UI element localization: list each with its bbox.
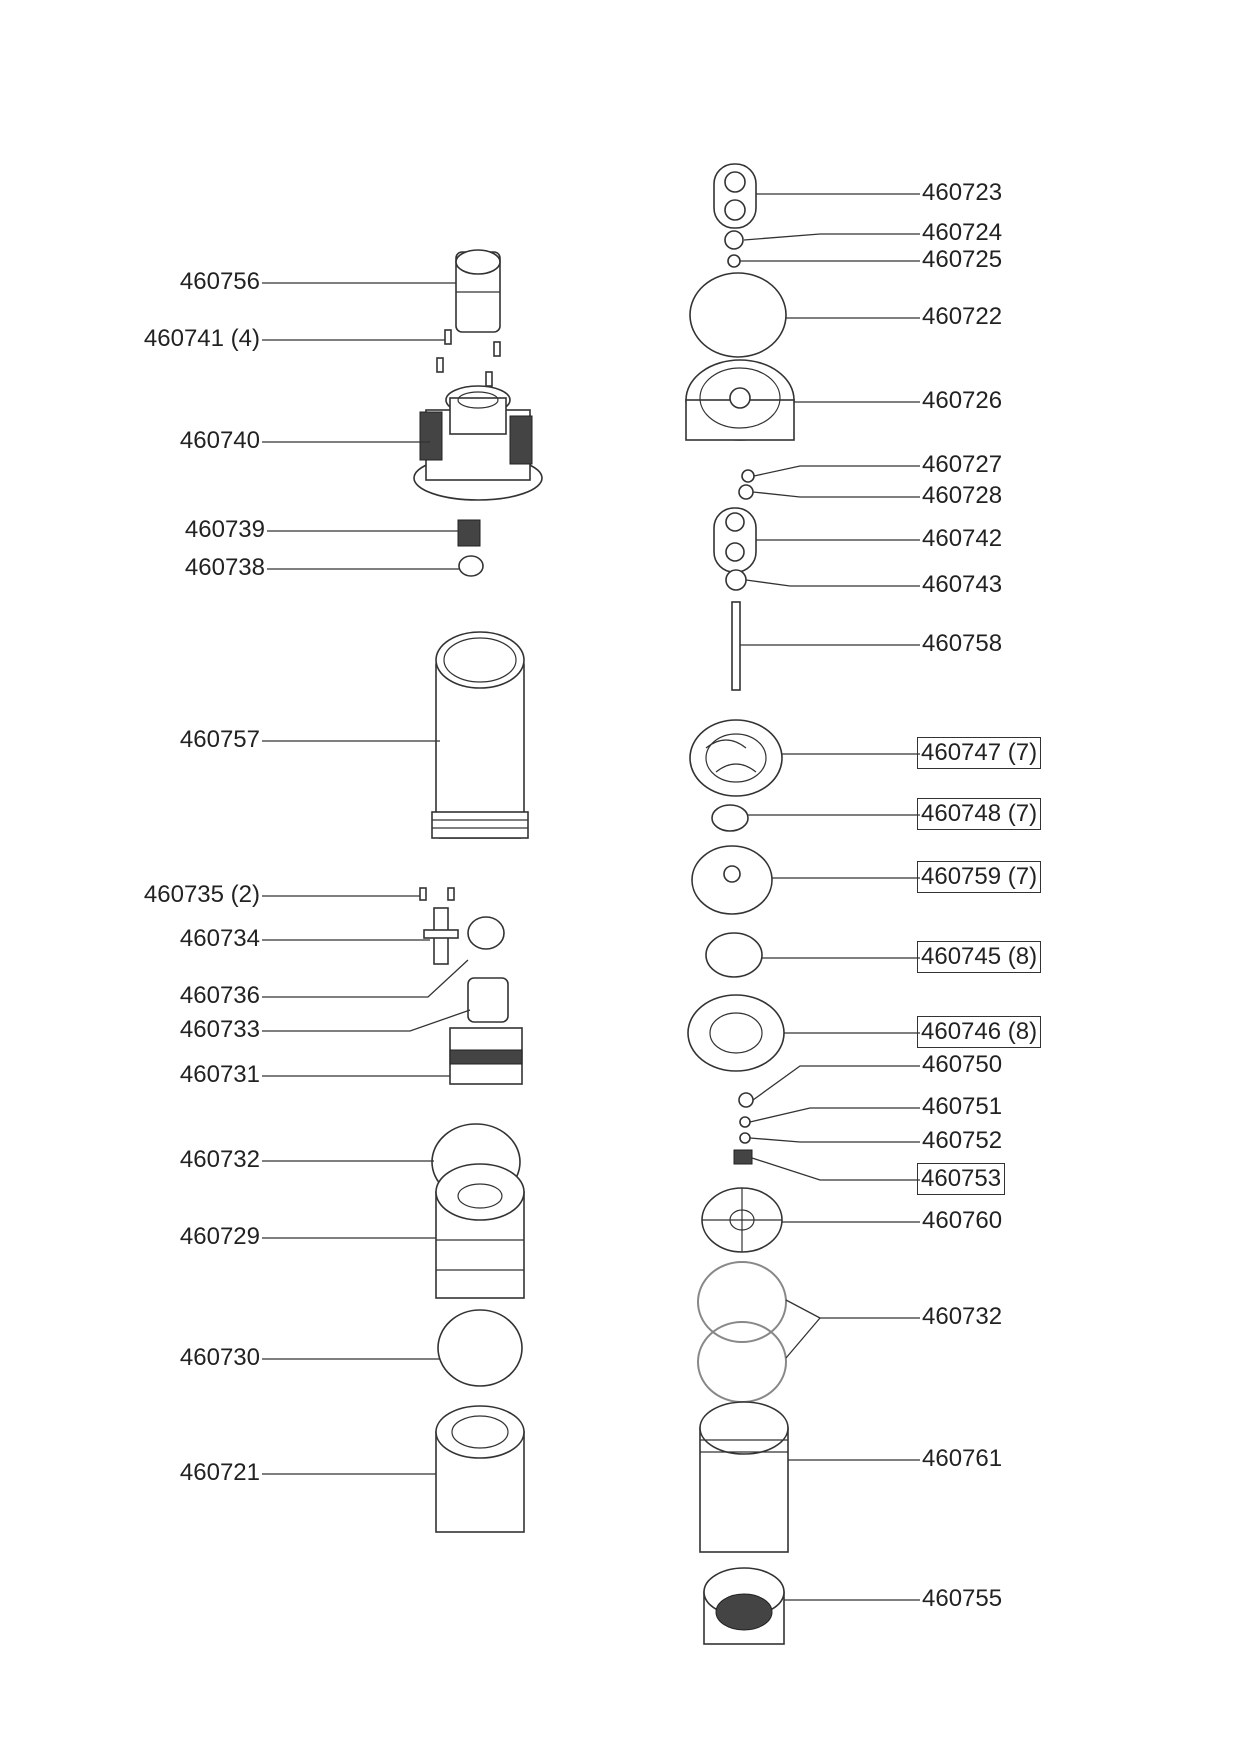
- label-460727: 460727: [922, 451, 1003, 478]
- label-460757: 460757: [179, 726, 260, 753]
- label-460730: 460730: [179, 1344, 260, 1371]
- part-460755: [703, 1567, 785, 1645]
- label-460733: 460733: [179, 1016, 260, 1043]
- label-460751: 460751: [922, 1093, 1003, 1120]
- part-460735-screws: [419, 887, 455, 901]
- label-460724: 460724: [922, 219, 1003, 246]
- part-460751: [739, 1116, 751, 1128]
- part-460746: [687, 994, 785, 1072]
- label-460752: 460752: [922, 1127, 1003, 1154]
- label-460753: 460753: [917, 1163, 1006, 1195]
- label-460731: 460731: [179, 1061, 260, 1088]
- part-460733: [467, 977, 509, 1023]
- part-460736: [467, 916, 505, 950]
- label-460732-right: 460732: [922, 1303, 1003, 1330]
- label-460741: 460741 (4): [143, 325, 260, 352]
- label-460726: 460726: [922, 387, 1003, 414]
- label-460738: 460738: [184, 554, 265, 581]
- part-460726: [685, 359, 795, 441]
- part-460761: [699, 1401, 789, 1553]
- part-460756: [455, 249, 501, 333]
- label-460760: 460760: [922, 1207, 1003, 1234]
- part-460745: [705, 932, 763, 978]
- label-460740: 460740: [179, 427, 260, 454]
- label-460728: 460728: [922, 482, 1003, 509]
- label-460756: 460756: [179, 268, 260, 295]
- part-460734: [423, 907, 459, 965]
- part-460740: [413, 385, 543, 501]
- label-460735: 460735 (2): [143, 881, 260, 908]
- part-460721: [435, 1405, 525, 1533]
- label-460742: 460742: [922, 525, 1003, 552]
- part-460747: [689, 719, 783, 797]
- part-460724: [724, 230, 744, 250]
- label-460747: 460747 (7): [917, 737, 1042, 769]
- part-460759: [691, 845, 773, 915]
- label-460750: 460750: [922, 1051, 1003, 1078]
- label-460743: 460743: [922, 571, 1003, 598]
- part-460725: [727, 254, 741, 268]
- label-460761: 460761: [922, 1445, 1003, 1472]
- part-460739: [457, 519, 481, 547]
- label-460732-left: 460732: [179, 1146, 260, 1173]
- part-460728: [738, 484, 754, 500]
- part-460743: [725, 569, 747, 591]
- part-460722: [689, 272, 787, 358]
- part-460731: [449, 1027, 523, 1085]
- part-460723: [713, 163, 757, 229]
- part-460741-screws: [436, 329, 501, 387]
- label-460759: 460759 (7): [917, 861, 1042, 893]
- label-460729: 460729: [179, 1223, 260, 1250]
- leader-lines-right: [740, 193, 920, 1601]
- label-460721: 460721: [179, 1459, 260, 1486]
- label-460758: 460758: [922, 630, 1003, 657]
- label-460722: 460722: [922, 303, 1003, 330]
- label-460745: 460745 (8): [917, 941, 1042, 973]
- part-460730: [437, 1309, 523, 1387]
- part-460750: [738, 1092, 754, 1108]
- label-460755: 460755: [922, 1585, 1003, 1612]
- part-460729: [435, 1163, 525, 1299]
- part-460732-right: [697, 1261, 787, 1403]
- part-460748: [711, 804, 749, 832]
- part-460727: [741, 469, 755, 483]
- part-460752: [739, 1132, 751, 1144]
- part-460758: [731, 601, 741, 691]
- part-460760: [701, 1187, 783, 1253]
- part-460753: [733, 1149, 753, 1165]
- label-460723: 460723: [922, 179, 1003, 206]
- label-460748: 460748 (7): [917, 798, 1042, 830]
- label-460746: 460746 (8): [917, 1016, 1042, 1048]
- label-460725: 460725: [922, 246, 1003, 273]
- label-460734: 460734: [179, 925, 260, 952]
- label-460739: 460739: [184, 516, 265, 543]
- part-460738: [458, 555, 484, 577]
- leader-lines-left: [262, 282, 471, 1475]
- label-460736: 460736: [179, 982, 260, 1009]
- part-460742: [713, 507, 757, 573]
- part-460757: [431, 631, 529, 839]
